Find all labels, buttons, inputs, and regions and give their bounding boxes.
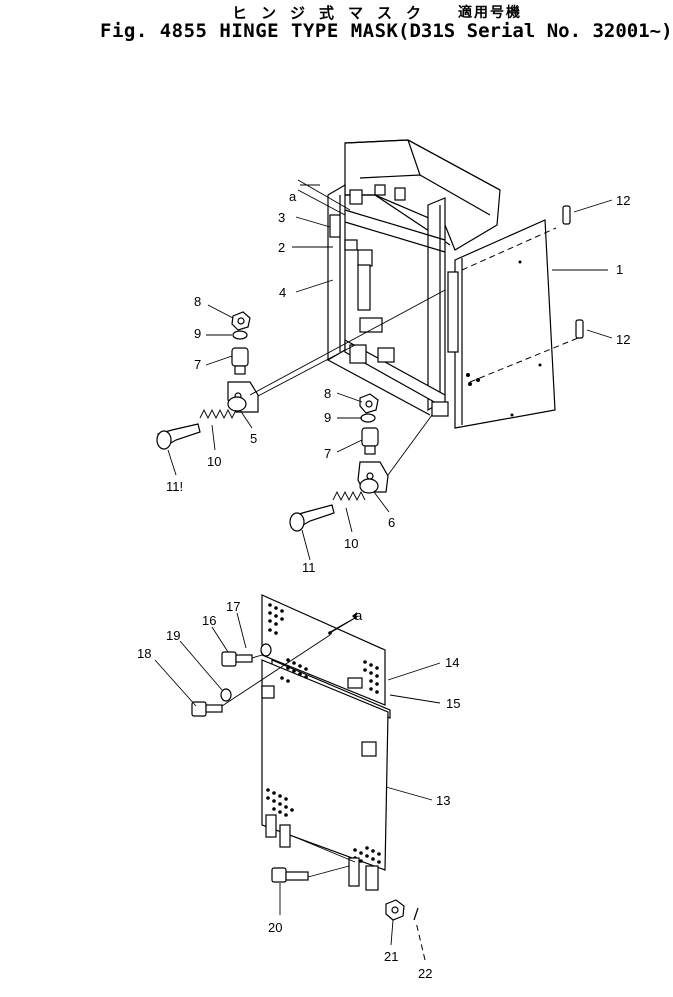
- grille-main-panel: [261, 659, 389, 871]
- callout-17: 17: [226, 599, 240, 614]
- hinge-bracket-upper: [227, 381, 259, 413]
- callout-4: 4: [279, 285, 286, 300]
- callout-12-upper: 12: [616, 193, 630, 208]
- callout-20: 20: [268, 920, 282, 935]
- callout-11-upper: 11!: [166, 479, 183, 494]
- callout-7-upper: 7: [194, 357, 201, 372]
- callout-2: 2: [278, 240, 285, 255]
- latch-pin-lower: [575, 319, 584, 339]
- washer-upper: [232, 330, 248, 340]
- callout-8-lower: 8: [324, 386, 331, 401]
- callout-15: 15: [446, 696, 460, 711]
- callout-18: 18: [137, 646, 151, 661]
- ref-a-top: a: [289, 189, 297, 204]
- figure-title: Fig. 4855 HINGE TYPE MASK: [100, 20, 399, 42]
- leader-lines: [154, 184, 613, 961]
- bolt-18: [191, 701, 223, 717]
- washer-19: [220, 688, 232, 702]
- callout-12-lower: 12: [616, 332, 630, 347]
- callout-22: 22: [418, 966, 432, 981]
- callout-5: 5: [250, 431, 257, 446]
- bolt-16: [221, 651, 253, 667]
- callout-9-lower: 9: [324, 410, 331, 425]
- callout-6: 6: [388, 515, 395, 530]
- mask-frame: [327, 139, 501, 417]
- callout-14: 14: [445, 655, 459, 670]
- bolt-20: [271, 867, 309, 883]
- callout-19: 19: [166, 628, 180, 643]
- serial-range: (D31S Serial No. 32001~): [398, 20, 673, 42]
- stud-lower: [361, 427, 379, 455]
- nut-21: [385, 899, 405, 921]
- washer-17: [260, 643, 272, 657]
- callout-13: 13: [436, 793, 450, 808]
- callout-1: 1: [616, 262, 623, 277]
- spring-lower: [332, 490, 366, 502]
- japanese-serial-label: 適用号機: [458, 5, 522, 21]
- japanese-title: ヒンジ式マスク: [232, 4, 436, 22]
- callout-11-lower: 11: [302, 560, 316, 575]
- washer-22: [413, 907, 419, 921]
- callout-21: 21: [384, 949, 398, 964]
- ref-a-mid: a: [355, 608, 363, 623]
- callout-9-upper: 9: [194, 326, 201, 341]
- door-panel: [447, 219, 579, 429]
- callout-16: 16: [202, 613, 216, 628]
- callout-10-upper: 10: [207, 454, 221, 469]
- spring-upper: [199, 408, 237, 420]
- callout-10-lower: 10: [344, 536, 358, 551]
- pin-lower: [289, 504, 335, 532]
- stud-upper: [231, 347, 249, 375]
- pin-upper: [156, 423, 201, 450]
- washer-lower: [360, 413, 376, 423]
- nut-upper: [231, 311, 251, 331]
- callout-7-lower: 7: [324, 446, 331, 461]
- callout-8-upper: 8: [194, 294, 201, 309]
- nut-lower: [359, 393, 379, 414]
- hinge-bracket-lower: [357, 461, 389, 494]
- latch-pin-upper: [562, 205, 571, 225]
- callout-3: 3: [278, 210, 285, 225]
- perforations-lower: [266, 788, 381, 864]
